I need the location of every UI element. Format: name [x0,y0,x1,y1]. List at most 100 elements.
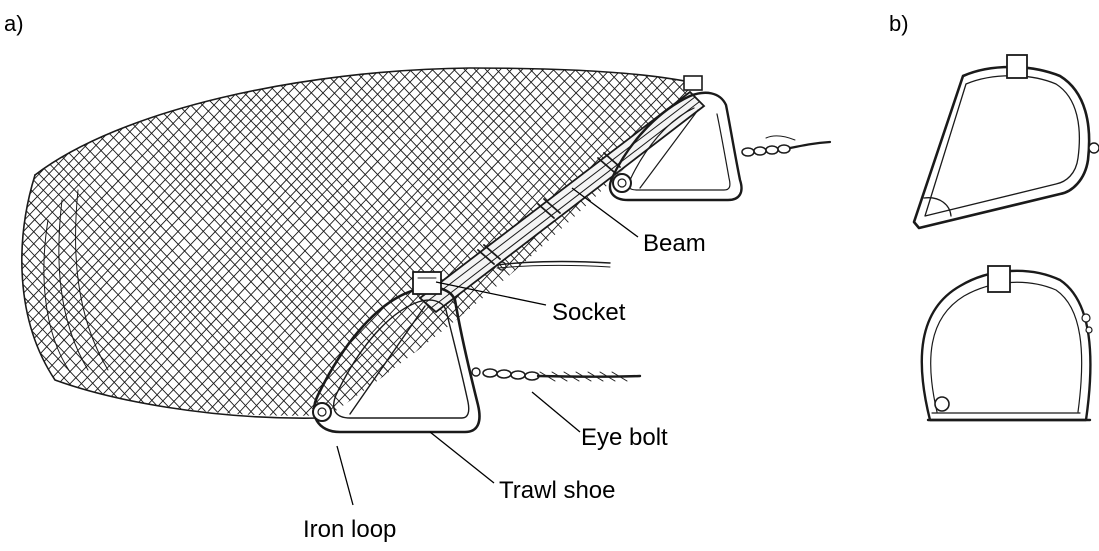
socket-label: Socket [552,299,626,326]
net-strand [0,40,101,440]
net-strand [0,40,33,440]
net-strand [0,40,2,440]
net-strand [654,40,1034,440]
net-strand [918,40,1099,440]
net-strand [709,40,1089,440]
net-strand [786,40,1099,440]
net-strand [678,40,1058,440]
net-strand [522,40,902,440]
net-strand [0,40,143,440]
net-strand [733,40,1099,440]
trawl-shoe-leader [430,432,494,483]
net-strand [896,40,1099,440]
trawl-shoe-label: Trawl shoe [499,477,615,504]
beam-label: Beam [643,230,706,257]
net-strand [676,40,1056,440]
net-strand [863,40,1099,440]
net-strand [742,40,1099,440]
net-strand [0,40,57,440]
net-strand [0,40,264,440]
net-strand [656,40,1036,440]
net-strand [0,40,68,440]
front-trawl-head [313,272,640,432]
panel-b-label: b) [889,11,909,36]
net-strand [49,40,429,440]
net-strand [852,40,1099,440]
net-strand [0,40,13,440]
net-strand [62,40,442,440]
net-strand [0,40,354,440]
iron-loop-leader [337,446,353,505]
eye-bolt-label: Eye bolt [581,424,668,451]
net-strand [819,40,1099,440]
trawl-net-illustration: Beam Socket Eye bolt Trawl shoe Iron loo… [0,40,1099,543]
net-strand [390,40,770,440]
net-strand [766,40,1099,440]
net-strand [0,40,167,440]
net-strand [0,40,134,440]
net-strand [885,40,1099,440]
net-strand [731,40,1099,440]
net-strand [0,40,288,440]
net-strand [777,40,1099,440]
net-strand [788,40,1099,440]
net-strand [0,40,165,440]
net-strand [720,40,1099,440]
net-strand [546,40,926,440]
net-strand [0,40,209,440]
net-strand [577,40,957,440]
net-strand [0,40,24,440]
net-strand [799,40,1099,440]
net-strand [898,40,1099,440]
net-strand [874,40,1099,440]
iron-loop-label: Iron loop [303,516,396,543]
net-strand [821,40,1099,440]
net-strand [579,40,959,440]
net-strand [887,40,1099,440]
net-strand [744,40,1099,440]
net-strand [0,40,352,440]
eye-bolt-leader [532,392,580,432]
net-strand [711,40,1091,440]
net-strand [808,40,1099,440]
net-strand [865,40,1099,440]
net-strand [797,40,1099,440]
net-strand [0,40,88,440]
net-strand [687,40,1067,440]
net-strand [0,40,231,440]
net-strand [843,40,1099,440]
net-strand [0,40,22,440]
trawl-net [0,40,1099,440]
beam-leader [572,188,638,237]
net-strand [73,40,453,440]
net-strand [907,40,1099,440]
trawl-head-shape-lower [922,266,1092,420]
net-strand [434,40,814,440]
net-strand [755,40,1099,440]
net-strand [0,40,121,440]
net-strand [535,40,915,440]
net-strand [555,40,935,440]
net-strand [832,40,1099,440]
net-lower-edge [22,175,320,418]
net-strand [841,40,1099,440]
net-strand [0,40,189,440]
trawl-head-shape-upper [914,55,1099,228]
net-strand [0,40,145,440]
net-strand [854,40,1099,440]
trawl-head-shapes [914,55,1099,420]
net-strand [775,40,1099,440]
net-strand [227,40,607,440]
net-strand [722,40,1099,440]
net-strand [0,40,11,440]
net-strand [0,40,222,440]
net-strand [170,40,550,440]
net-strand [698,40,1078,440]
net-strand [700,40,1080,440]
net-strand [830,40,1099,440]
net-strand [280,40,660,440]
panel-a-label: a) [4,11,24,36]
net-strand [689,40,1069,440]
net-mesh [0,40,1099,440]
